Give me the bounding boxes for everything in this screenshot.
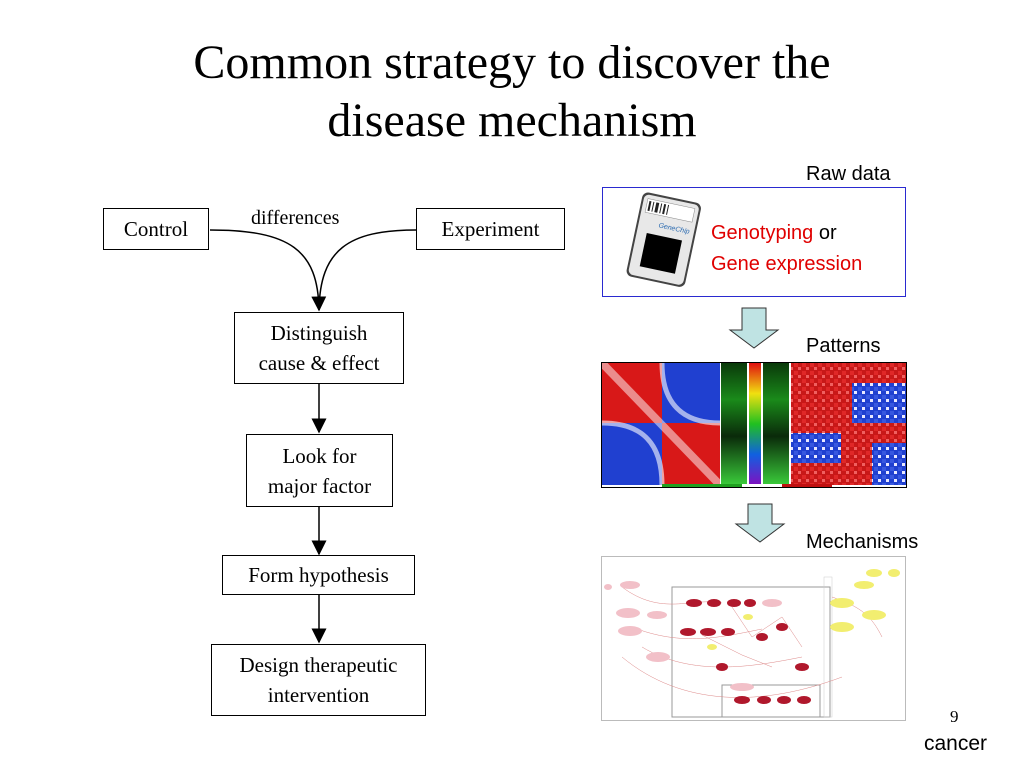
mechanisms-panel bbox=[601, 556, 906, 721]
mechanisms-label: Mechanisms bbox=[806, 531, 919, 553]
genechip-icon: GeneChip bbox=[626, 192, 701, 287]
genotyping-text: Genotyping bbox=[711, 222, 814, 244]
page-number: 9 bbox=[950, 707, 959, 726]
distinguish-box: Distinguish cause & effect bbox=[234, 312, 404, 384]
curve-experiment-to-distinguish bbox=[318, 229, 417, 311]
distinguish-line-1: Distinguish bbox=[270, 321, 368, 345]
design-box: Design therapeutic intervention bbox=[211, 644, 426, 716]
down-arrow-2 bbox=[734, 503, 786, 543]
raw-data-label: Raw data bbox=[806, 163, 891, 185]
down-arrow-1 bbox=[728, 307, 780, 349]
design-line-2: intervention bbox=[267, 683, 370, 707]
experiment-label: Experiment bbox=[441, 217, 540, 241]
curve-control-to-distinguish bbox=[209, 229, 327, 312]
gene-expression-text: Gene expression bbox=[711, 253, 863, 275]
lookfor-line-1: Look for bbox=[282, 443, 357, 468]
patterns-label: Patterns bbox=[806, 335, 881, 357]
footer-word: cancer bbox=[924, 732, 988, 755]
or-text: or bbox=[818, 222, 837, 244]
pathway-network-graphic bbox=[604, 569, 900, 718]
title-line-1: Common strategy to discover the bbox=[193, 36, 831, 89]
raw-data-text: Genotyping or Gene expression bbox=[711, 218, 862, 280]
lookfor-line-2: major factor bbox=[267, 473, 372, 498]
differences-label: differences bbox=[251, 207, 340, 229]
control-box: Control bbox=[103, 208, 209, 250]
experiment-box: Experiment bbox=[416, 208, 565, 250]
design-line-1: Design therapeutic bbox=[239, 653, 398, 677]
hypothesis-box: Form hypothesis bbox=[222, 555, 415, 595]
control-label: Control bbox=[123, 217, 189, 241]
patterns-panel bbox=[601, 362, 907, 488]
hypothesis-label: Form hypothesis bbox=[248, 563, 389, 587]
lookfor-box: Look for major factor bbox=[246, 434, 393, 507]
slide-title: Common strategy to discover the disease … bbox=[0, 34, 1024, 150]
title-line-2: disease mechanism bbox=[327, 94, 697, 147]
heatmap-graphic bbox=[602, 363, 906, 487]
raw-data-panel: GeneChip Genotyping or Gene expression bbox=[602, 187, 906, 297]
distinguish-line-2: cause & effect bbox=[258, 351, 380, 375]
